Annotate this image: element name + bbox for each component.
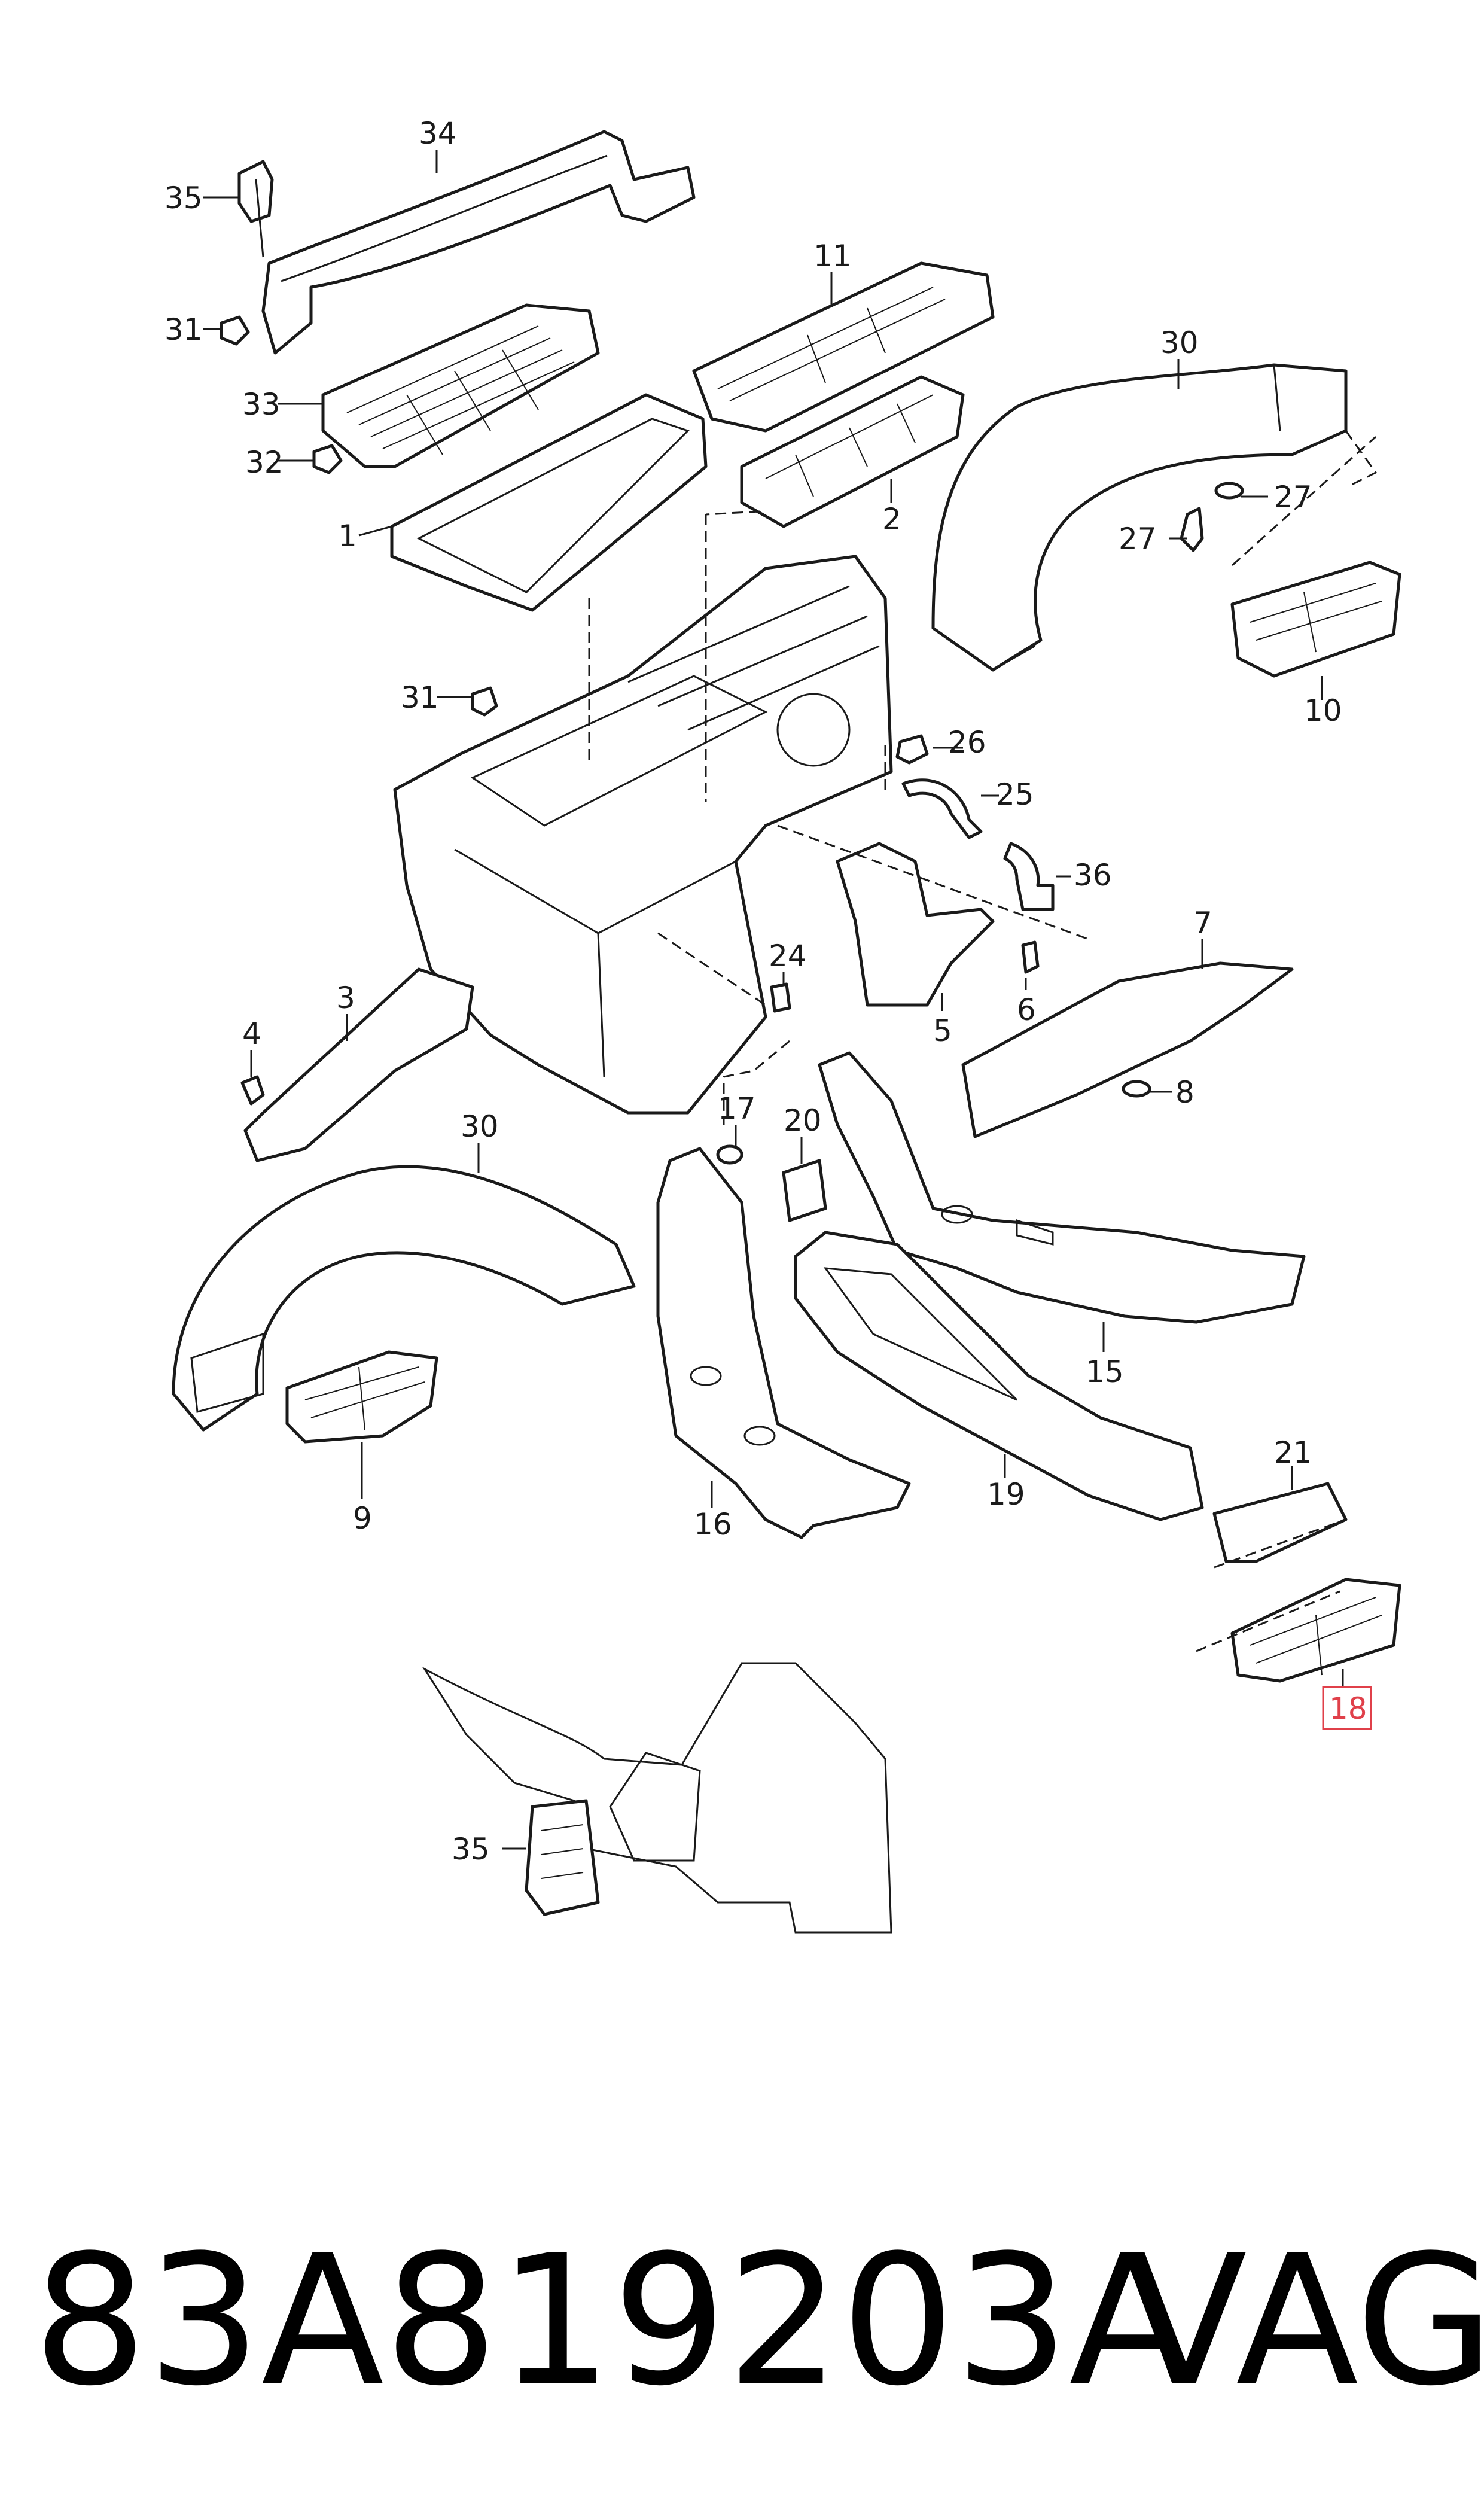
callout-35: 35 — [452, 1832, 490, 1867]
callout-21: 21 — [1274, 1435, 1312, 1470]
leader-lines — [203, 150, 1344, 1850]
part-36-elbow — [1003, 842, 1055, 911]
part-17-plug — [716, 1144, 743, 1165]
part-15-right-rear-duct — [818, 1051, 1306, 1324]
callout-31-upper: 31 — [164, 312, 203, 347]
callout-19: 19 — [987, 1477, 1025, 1512]
callout-11: 11 — [813, 239, 852, 273]
part-21-nozzle — [1212, 1482, 1348, 1563]
part-2-vent-housing — [740, 375, 965, 528]
part-19-center-rear-duct — [794, 1231, 1204, 1521]
callout-9: 9 — [353, 1501, 372, 1536]
part-27-left-duct — [172, 1165, 636, 1432]
callout-30: 31 — [401, 680, 439, 715]
callout-20: 20 — [784, 1103, 822, 1138]
part-22-screw — [770, 982, 791, 1013]
callout-25: 27 — [1274, 480, 1312, 514]
callout-7: 7 — [1193, 906, 1212, 940]
callout-24: 26 — [948, 725, 986, 760]
part-8-grommet — [1122, 1080, 1151, 1098]
callout-18: 18 — [1329, 1691, 1367, 1726]
part-31-clip-upper — [220, 315, 250, 346]
part-25-grommet — [1214, 482, 1244, 500]
callout-27-bottom: 30 — [461, 1109, 499, 1144]
part-24-plug — [895, 734, 929, 765]
part-10-right-vent — [1230, 561, 1401, 678]
part-23-drain-hose — [901, 778, 983, 839]
part-3-left-duct — [243, 967, 474, 1162]
part-32-filter-grille — [321, 303, 600, 468]
part-9-left-vent — [285, 1350, 438, 1444]
part-30-grommet — [471, 686, 498, 717]
callout-labels: 34 35 31 33 32 1 11 2 30 27 27 10 31 26 … — [164, 116, 1372, 1867]
part-6-screw — [1021, 940, 1040, 974]
part-7-footwell-panel — [961, 961, 1294, 1138]
callout-15: 15 — [1086, 1354, 1124, 1389]
part-4-clip — [240, 1075, 265, 1106]
brand-label: VAG — [1125, 2216, 1484, 2425]
part-34-sensor — [237, 160, 274, 258]
callout-6: 6 — [1017, 992, 1036, 1027]
callout-3: 3 — [336, 981, 355, 1015]
callout-10: 10 — [1304, 693, 1342, 728]
part-11-center-vent — [692, 261, 995, 433]
part-number: 83A819203A — [33, 2216, 1192, 2425]
callout-17: 17 — [718, 1091, 756, 1126]
part-hvac-housing — [393, 555, 893, 1115]
callout-5: 5 — [933, 1013, 952, 1048]
callout-31-lower: 32 — [245, 445, 284, 480]
callout-1: 1 — [338, 519, 357, 553]
callout-33: 34 — [419, 116, 457, 151]
callout-8: 8 — [1175, 1075, 1194, 1110]
part-27-right-duct — [931, 363, 1348, 672]
part-16-left-rear-duct — [656, 1147, 911, 1539]
callout-2: 2 — [882, 502, 901, 537]
assembly-guide-lines — [588, 430, 1378, 1652]
callout-18-highlighted: 18 — [1322, 1686, 1372, 1730]
part-5-duct — [836, 842, 995, 1007]
part-26-screw — [1180, 507, 1204, 552]
part-20-seal — [782, 1159, 827, 1222]
callout-4: 4 — [242, 1016, 261, 1051]
callout-34: 35 — [164, 181, 203, 215]
part-18-rear-vent — [1230, 1578, 1401, 1683]
callout-16: 16 — [694, 1507, 732, 1542]
part-35-inset-panel — [422, 1662, 892, 1934]
part-1-frame-tray — [390, 393, 708, 612]
callout-27-top: 30 — [1160, 325, 1199, 360]
callout-22: 24 — [769, 939, 807, 973]
part-33-upper-duct — [261, 130, 696, 355]
callout-23: 25 — [996, 777, 1034, 812]
callout-32: 33 — [242, 387, 281, 422]
footer: 83A819203A VAG — [0, 2213, 1484, 2429]
callout-36: 36 — [1074, 858, 1112, 893]
callout-26: 27 — [1119, 522, 1157, 556]
part-31-clip-lower — [312, 444, 343, 474]
